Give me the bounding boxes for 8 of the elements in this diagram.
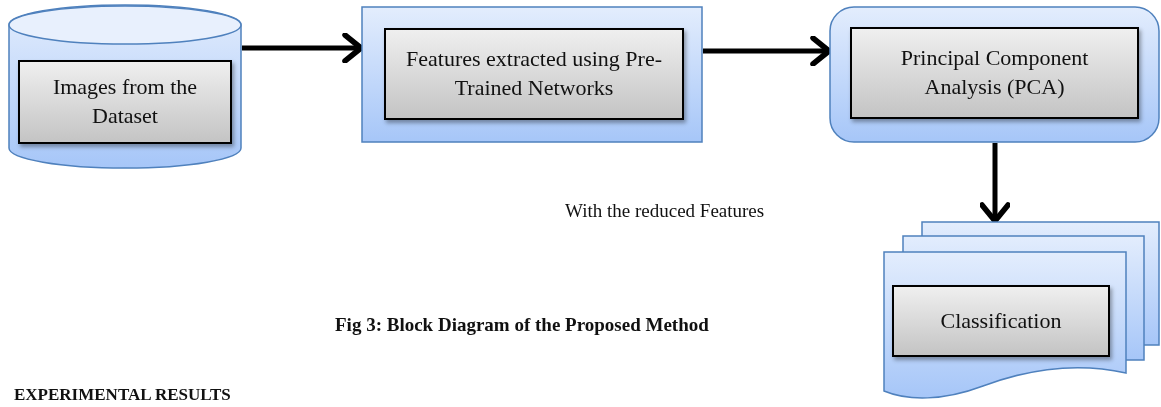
- annotation-text: With the reduced Features: [565, 200, 765, 222]
- arrow: [979, 143, 1011, 224]
- section-heading: EXPERIMENTAL RESULTS: [14, 385, 231, 405]
- process-box: Images from the Dataset: [18, 60, 232, 144]
- process-box: Classification: [892, 285, 1110, 357]
- process-box: Principal Component Analysis (PCA): [850, 27, 1139, 119]
- figure-caption: Fig 3: Block Diagram of the Proposed Method: [335, 314, 709, 336]
- process-box: Features extracted using Pre-Trained Networks: [384, 28, 684, 120]
